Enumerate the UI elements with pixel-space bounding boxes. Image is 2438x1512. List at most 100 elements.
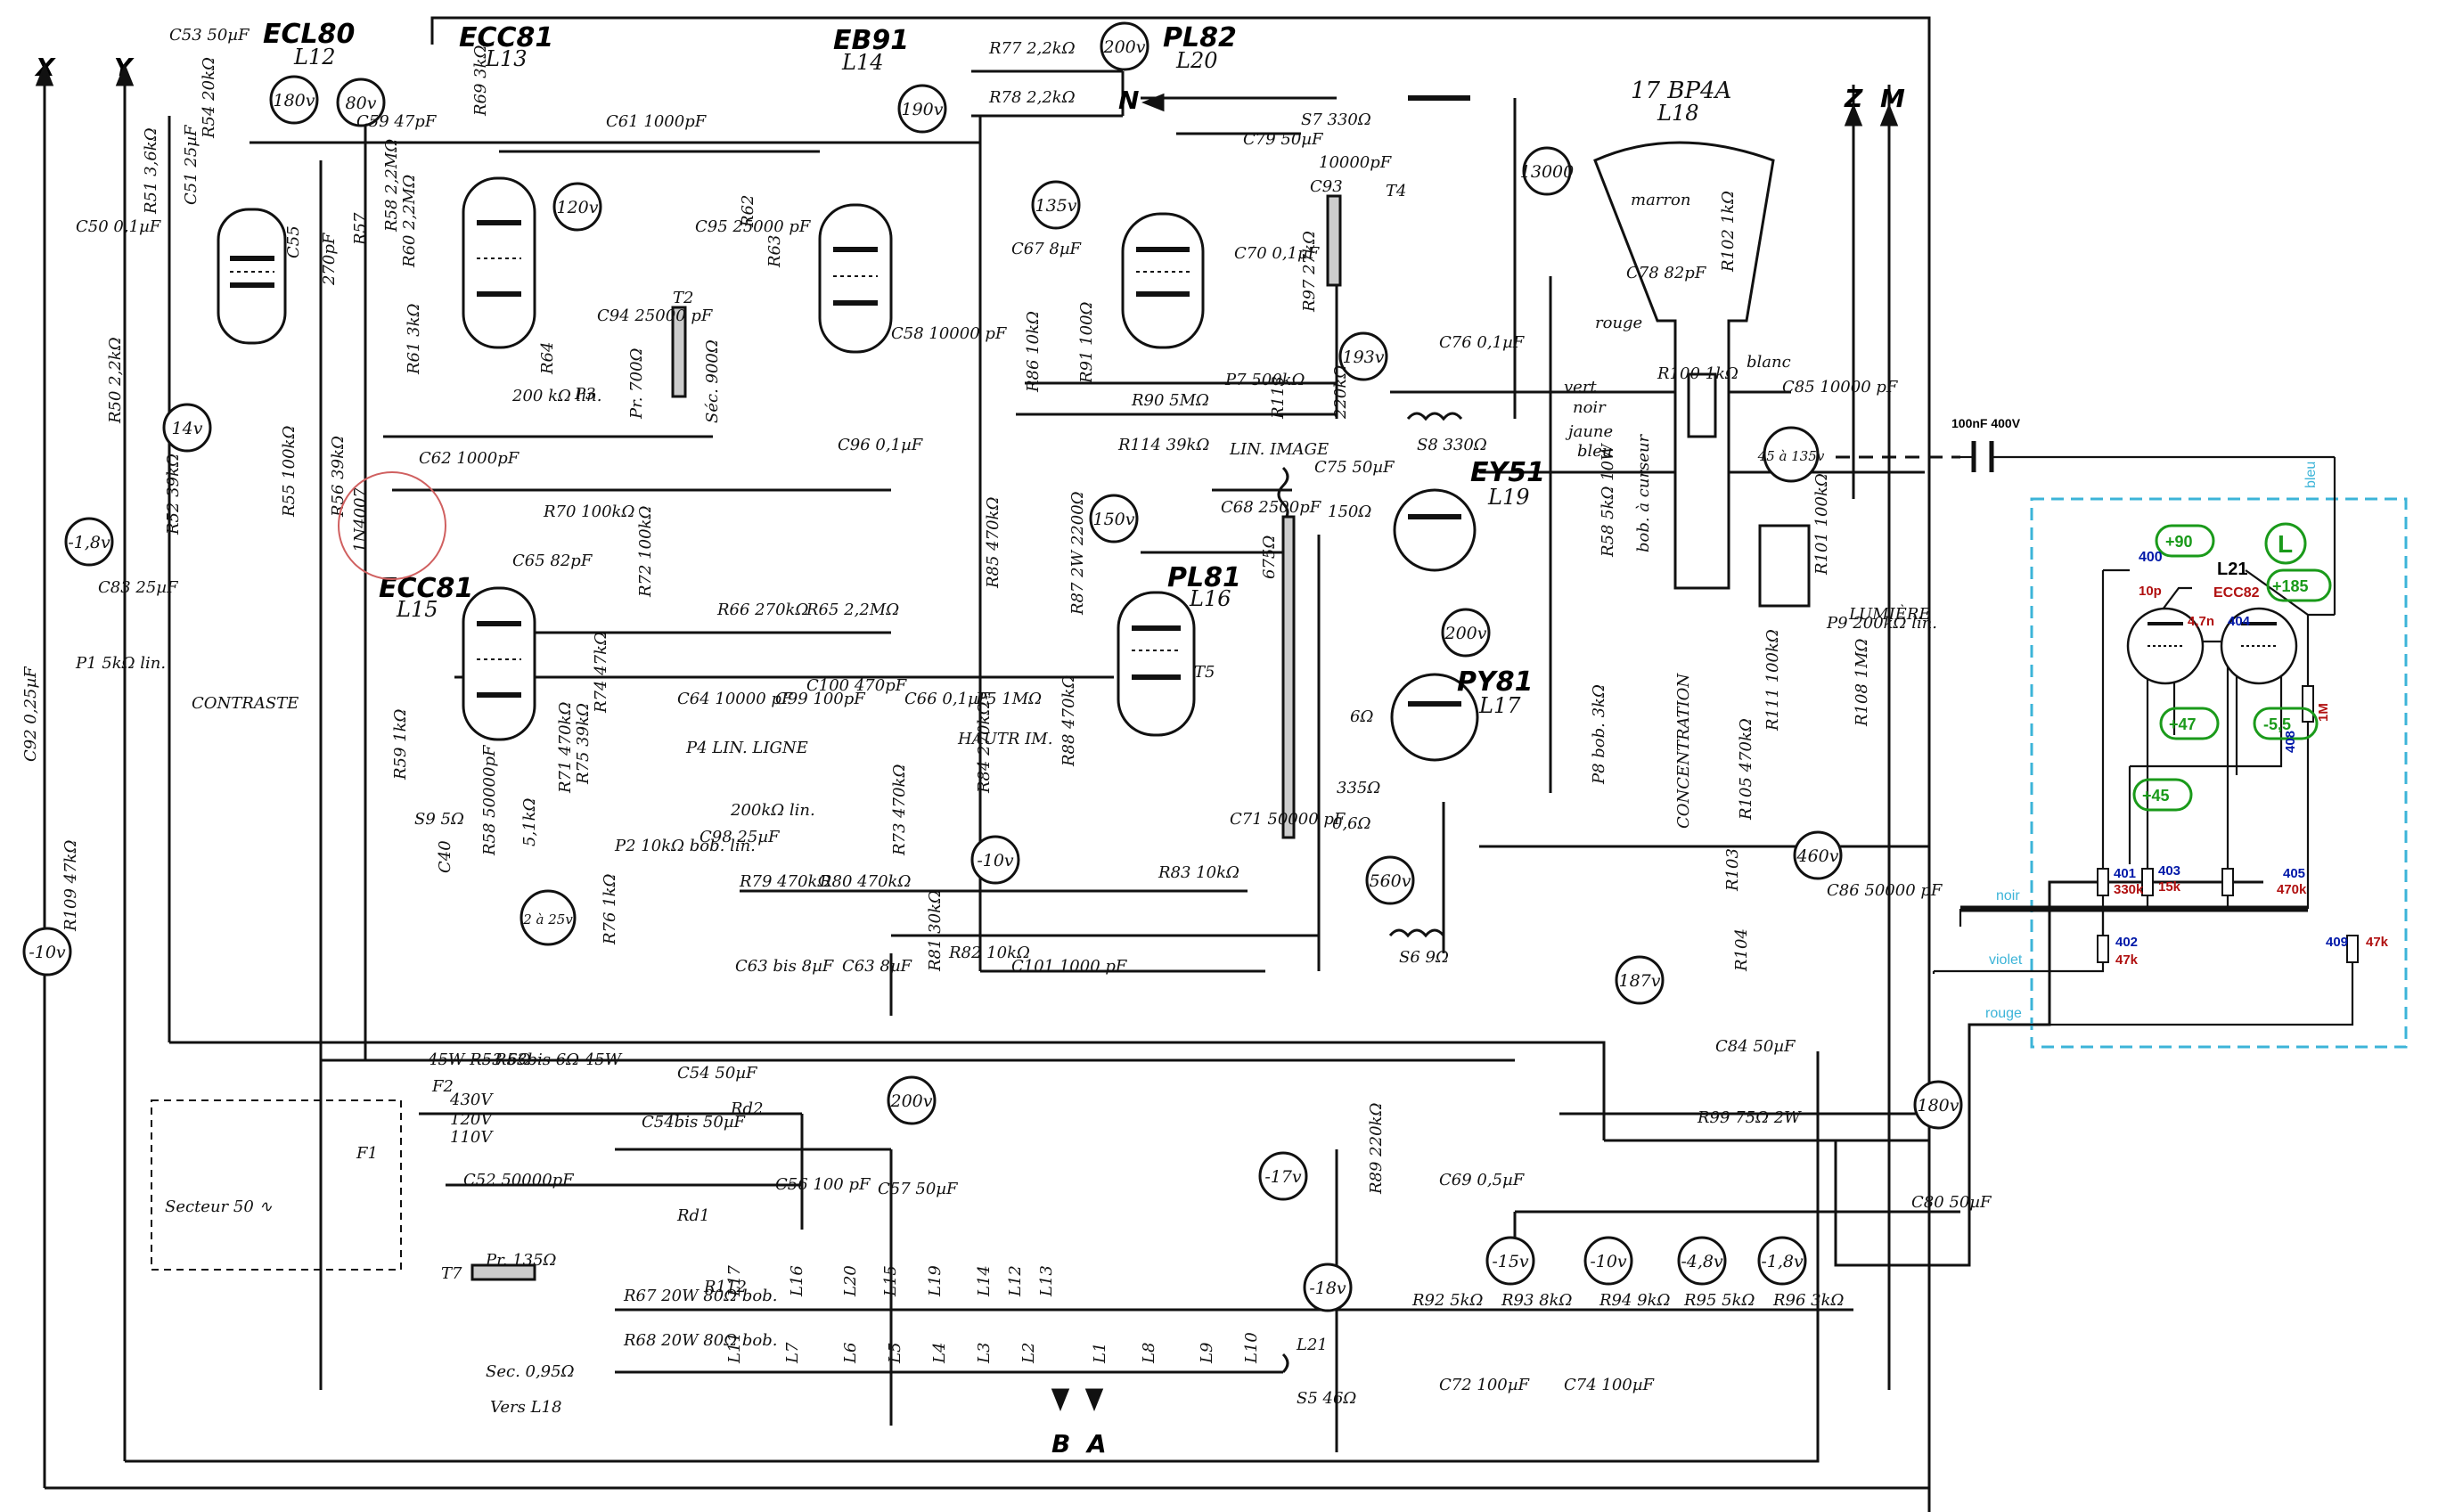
component-label: R103 xyxy=(1723,848,1742,892)
voltage-circle xyxy=(1089,494,1139,544)
voltage-marker: 14v xyxy=(162,403,212,453)
component-label: C53 50µF xyxy=(169,26,250,45)
component-label: R104 xyxy=(1732,928,1751,972)
component-label: R94 9kΩ xyxy=(1599,1291,1671,1310)
voltage-marker: 45 à 135v xyxy=(1757,426,1825,483)
part-403-value: 15k xyxy=(2158,879,2181,895)
component-label: P4 LIN. LIGNE xyxy=(685,739,808,757)
component-label: rouge xyxy=(1595,314,1642,332)
voltage-marker: 180v xyxy=(1913,1080,1963,1130)
component-label: C78 82pF xyxy=(1626,264,1707,282)
component-label: R101 100kΩ xyxy=(1812,473,1831,576)
wire-label-bleu: bleu xyxy=(2303,462,2319,488)
tube-py81-ref: L17 xyxy=(1478,693,1521,718)
component-label: R114 39kΩ xyxy=(1117,436,1209,454)
component-label: R62 xyxy=(739,195,757,228)
voltage-circle xyxy=(1485,1236,1535,1286)
voltage-marker: 2 à 25v xyxy=(520,889,577,946)
voltage-value: 193v xyxy=(1343,347,1385,367)
component-label: C55 xyxy=(284,225,303,258)
tubes xyxy=(217,141,1775,762)
voltage-value: 180v xyxy=(274,91,315,110)
terminals: X Y Z M N B A xyxy=(34,53,1905,1459)
tube-pl82-type: PL82 xyxy=(1163,22,1237,53)
voltage-circle xyxy=(1100,21,1149,71)
crt-envelope xyxy=(1593,141,1775,590)
voltage-circle xyxy=(520,889,577,946)
voltage-value: 14v xyxy=(172,419,203,438)
component-label: 0,6Ω xyxy=(1332,814,1371,833)
component-label: C101 1000 pF xyxy=(1011,957,1128,976)
component-label: R113 xyxy=(1269,376,1288,420)
component-label: C51 25µF xyxy=(182,124,200,205)
component-label: C56 100 pF xyxy=(775,1175,871,1194)
component-label: R50 2,2kΩ xyxy=(106,337,125,424)
module-tube-type: ECC82 xyxy=(2213,585,2260,601)
terminal-a: A xyxy=(1085,1429,1107,1459)
component-label: P3 xyxy=(574,385,596,404)
component-label: R105 470kΩ xyxy=(1737,718,1755,821)
component-label: T5 xyxy=(1194,663,1215,682)
voltage-circle xyxy=(1365,855,1415,905)
tube-ecc81-bottom-type: ECC81 xyxy=(379,573,473,604)
tube-ecc81-bottom-ref: L15 xyxy=(396,597,438,622)
component-label: S6 9Ω xyxy=(1399,948,1449,967)
component-label: L9 xyxy=(1198,1343,1216,1364)
component-label: C74 100µF xyxy=(1564,1376,1655,1394)
component-label: C68 2500pF xyxy=(1221,498,1322,517)
module-volt-ring-90 xyxy=(2155,524,2215,558)
component-label: S8 330Ω xyxy=(1417,436,1487,454)
module-volt-185: +185 xyxy=(2272,577,2309,595)
part-400-value: 10p xyxy=(2139,584,2162,599)
component-label: P8 bob. 3kΩ xyxy=(1590,684,1608,785)
module-l21 xyxy=(1932,441,2408,1049)
component-label: L7 xyxy=(783,1342,802,1364)
tube-py81-type: PY81 xyxy=(1457,666,1533,698)
component-label: Pr. 700Ω xyxy=(627,347,646,420)
component-label: R86 10kΩ xyxy=(1024,311,1043,393)
voltage-marker: -4,8v xyxy=(1677,1236,1727,1286)
terminal-z: Z xyxy=(1844,84,1863,113)
component-label: C59 47pF xyxy=(356,112,438,131)
wiring xyxy=(43,16,2263,1512)
voltage-circle xyxy=(1913,1080,1963,1130)
component-label: R82 10kΩ xyxy=(948,944,1030,962)
voltage-value: 120v xyxy=(557,198,599,217)
part-408-ref: 408 xyxy=(2283,731,2298,753)
component-label: C54bis 50µF xyxy=(642,1113,747,1132)
component-label: R58 50000pF xyxy=(480,744,499,856)
component-label: R95 5kΩ xyxy=(1683,1291,1755,1310)
component-label: R72 100kΩ xyxy=(636,506,655,598)
component-label: jaune xyxy=(1565,422,1613,441)
voltage-circle xyxy=(1441,608,1491,658)
component-label: C64 10000 pF xyxy=(677,690,794,708)
component-label: R70 100kΩ xyxy=(543,503,634,521)
component-label: 1N4007 xyxy=(351,486,370,552)
component-label: R97 27kΩ xyxy=(1300,231,1319,313)
component-label: R64 xyxy=(538,342,557,375)
component-label: R87 2W 2200Ω xyxy=(1068,491,1087,616)
component-label: 150Ω xyxy=(1328,503,1371,521)
tube-pl81-type: PL81 xyxy=(1167,562,1241,593)
component-label: R56 39kΩ xyxy=(329,436,348,518)
component-label: R74 47kΩ xyxy=(592,632,610,714)
component-label: C96 0,1µF xyxy=(838,436,924,454)
component-label: Rd1 xyxy=(676,1206,710,1225)
voltage-value: 200v xyxy=(1444,624,1487,643)
module-badge: L xyxy=(2278,530,2293,558)
component-label: C85 10000 pF xyxy=(1782,378,1899,396)
wire-label-rouge: rouge xyxy=(1985,1006,2022,1021)
voltage-marker: 460v xyxy=(1793,830,1843,880)
component-label: Sec. 0,95Ω xyxy=(486,1362,575,1381)
tube-ecl80-ref: L12 xyxy=(293,45,335,69)
component-label: C52 50000pF xyxy=(463,1171,575,1189)
wire-label-violet: violet xyxy=(1989,952,2023,968)
component-label: LIN. IMAGE xyxy=(1229,440,1329,459)
component-label: 5,1kΩ xyxy=(520,797,539,846)
component-label: L13 xyxy=(1037,1265,1056,1297)
tube-ey51-envelope xyxy=(1393,488,1477,572)
voltage-value: -17v xyxy=(1264,1167,1302,1187)
tube-eb91-type: EB91 xyxy=(833,25,909,56)
terminal-b: B xyxy=(1051,1429,1070,1459)
tube-ecc81-top-type: ECC81 xyxy=(459,22,553,53)
